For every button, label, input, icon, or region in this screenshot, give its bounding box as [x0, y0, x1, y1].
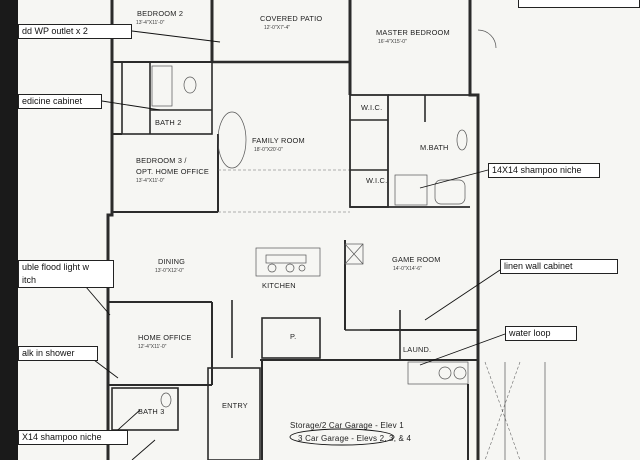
room-covered-patio-label: COVERED PATIO — [260, 14, 322, 23]
callout-leaders — [79, 30, 506, 460]
callout-wp-outlet: dd WP outlet x 2 — [18, 24, 132, 39]
garage-line2-label: 3 Car Garage - Elevs 2, 3, & 4 — [298, 434, 412, 443]
callout-water-loop: water loop — [505, 326, 577, 341]
room-bedroom3-dim: 13'-4"X11'-0" — [136, 178, 165, 184]
room-dining-label: DINING — [158, 257, 185, 266]
room-home-office-label: HOME OFFICE — [138, 333, 192, 342]
room-pantry-label: P. — [290, 332, 296, 341]
callout-walk-in-shower: alk in shower — [18, 346, 98, 361]
callout-shampoo-niche-left: X14 shampoo niche — [18, 430, 128, 445]
callout-shampoo-niche-right: 14X14 shampoo niche — [488, 163, 600, 178]
room-dining-dim: 13'-0"X12'-0" — [155, 268, 184, 274]
room-wic-bottom-label: W.I.C. — [366, 176, 387, 185]
room-bedroom3-label2: OPT. HOME OFFICE — [136, 167, 209, 176]
room-wic-top-label: W.I.C. — [361, 103, 382, 112]
room-game-room-dim: 14'-0"X14'-6" — [393, 266, 422, 272]
garage-line1-label: Storage/2 Car Garage - Elev 1 — [290, 421, 404, 430]
callout-flood-light-line1: uble flood light w — [22, 262, 90, 272]
room-bedroom2-label: BEDROOM 2 — [137, 9, 183, 18]
room-entry-label: ENTRY — [222, 401, 248, 410]
exterior-walls — [106, 0, 480, 460]
callout-medicine-cabinet: edicine cabinet — [18, 94, 102, 109]
room-laund-label: LAUND. — [403, 345, 431, 354]
callout-linen-wall-cabinet: linen wall cabinet — [500, 259, 618, 274]
room-bath2-label: BATH 2 — [155, 118, 182, 127]
room-home-office-dim: 12'-4"X11'-0" — [138, 344, 167, 350]
room-mbath-label: M.BATH — [420, 143, 449, 152]
room-master-bedroom-dim: 16'-4"X15'-0" — [378, 39, 407, 45]
garage-elev-circle-mark — [289, 428, 395, 446]
callout-flood-light-line2: itch — [22, 275, 37, 285]
room-covered-patio-dim: 12'-0"X7'-4" — [264, 25, 290, 31]
callout-top-right-box — [518, 0, 640, 8]
room-family-room-dim: 18'-0"X20'-0" — [254, 147, 283, 153]
room-master-bedroom-label: MASTER BEDROOM — [376, 28, 450, 37]
fixtures — [151, 29, 546, 460]
interior-walls — [108, 61, 478, 460]
room-game-room-label: GAME ROOM — [392, 255, 441, 264]
callout-flood-light: uble flood light w itch — [18, 260, 114, 288]
room-family-room-label: FAMILY ROOM — [252, 136, 305, 145]
room-bedroom3-label: BEDROOM 3 / — [136, 156, 187, 165]
scan-edge-strip — [0, 0, 18, 460]
room-kitchen-label: KITCHEN — [262, 281, 296, 290]
room-labels: BEDROOM 2 13'-4"X11'-0" COVERED PATIO 12… — [136, 9, 450, 443]
room-bedroom2-dim: 13'-4"X11'-0" — [136, 20, 165, 26]
room-bath3-label: BATH 3 — [138, 407, 165, 416]
